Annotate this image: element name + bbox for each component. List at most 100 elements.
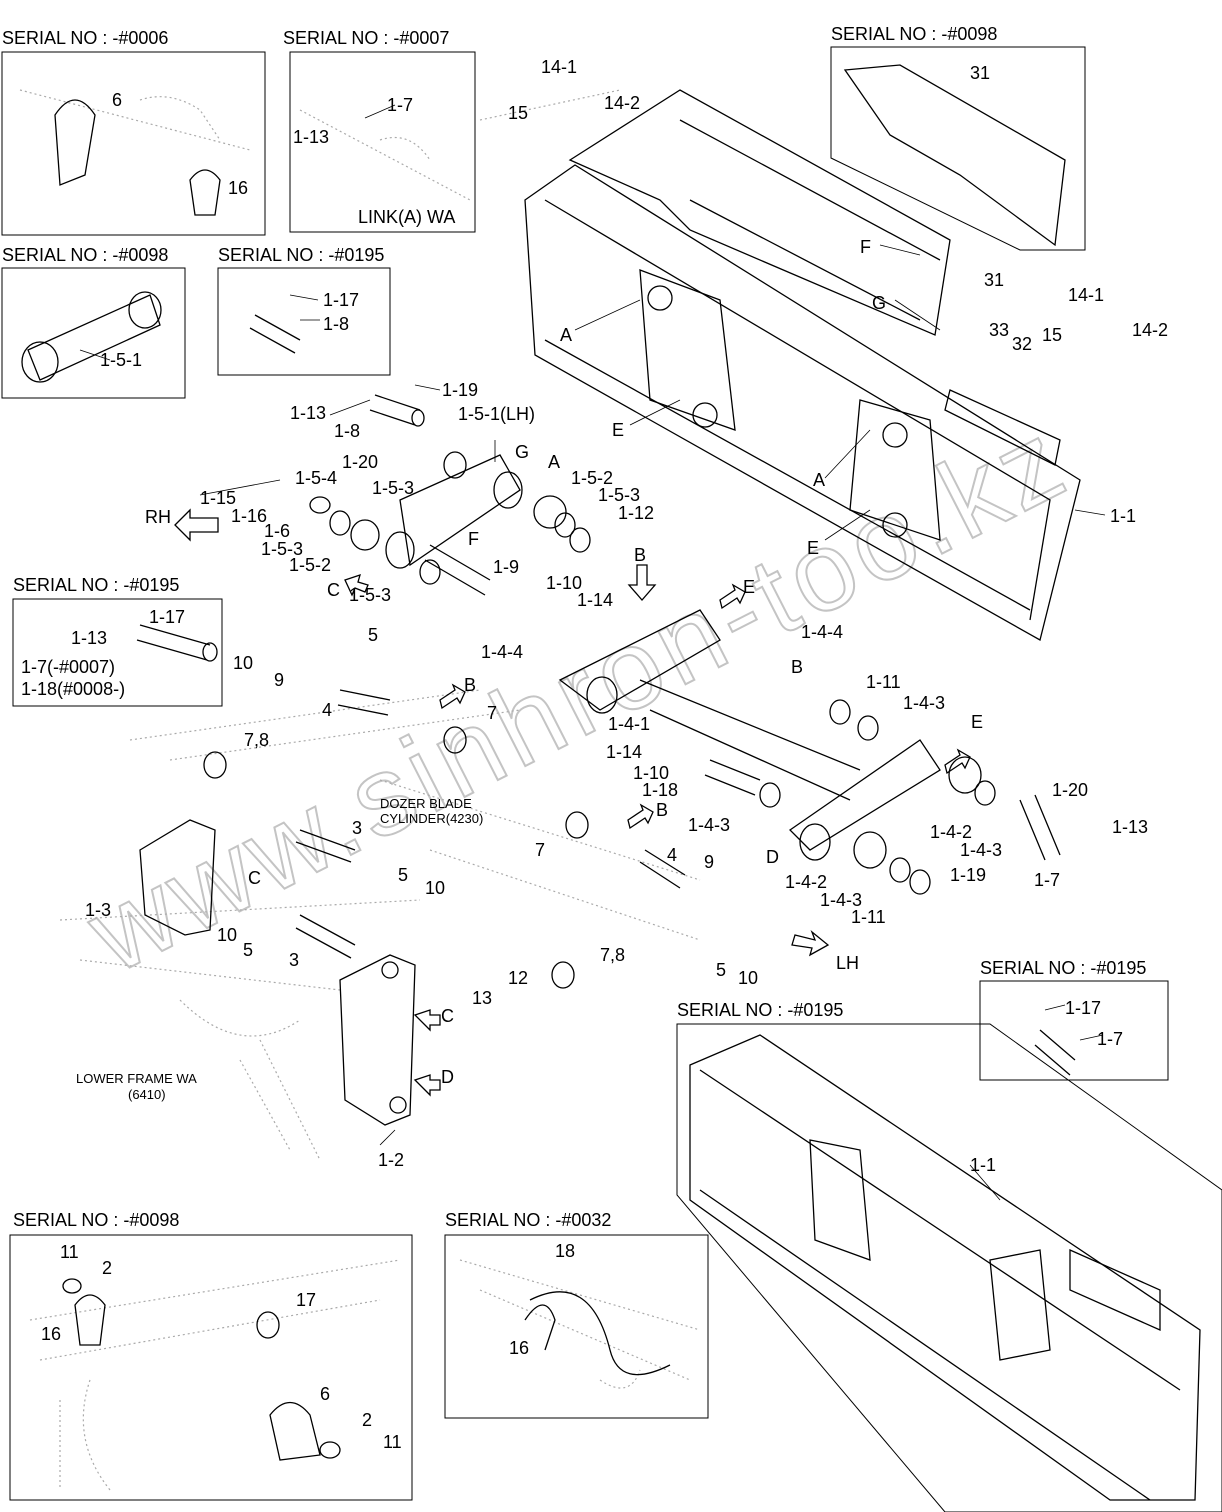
part-callout: 14-1	[1068, 285, 1105, 305]
part-1-2-bracket	[339, 954, 416, 1126]
serial-box-0006	[1, 51, 266, 236]
part-callout: 16	[228, 178, 249, 198]
part-1-1-blade	[524, 164, 1081, 641]
part-callout: 1-10	[546, 573, 583, 593]
part-callout: 1-5-3	[349, 585, 392, 605]
part-callout: 33	[989, 320, 1010, 340]
part-callout: E	[807, 538, 820, 558]
part-callout: 1-4-4	[481, 642, 524, 662]
part-callout: 10	[738, 968, 759, 988]
part-callout: 1-1	[970, 1155, 997, 1175]
part-callout: 1-4-3	[903, 693, 946, 713]
part-callout: 5	[716, 960, 727, 980]
part-callout: F	[468, 529, 479, 549]
part-callout: 1-3	[85, 900, 112, 920]
part-callout: B	[791, 657, 804, 677]
part-callout: 1-20	[1052, 780, 1089, 800]
part-callout: B	[656, 800, 669, 820]
part-callout: D	[766, 847, 779, 867]
part-callout: 1-9	[493, 557, 520, 577]
part-callout: 1-8	[334, 421, 361, 441]
part-callout: 10	[233, 653, 254, 673]
part-callout: 16	[41, 1324, 62, 1344]
part-callout: 1-4-4	[801, 622, 844, 642]
part-callout: 1-13	[290, 403, 327, 423]
part-callout: 1-7	[387, 95, 414, 115]
part-callout: A	[813, 470, 826, 490]
part-callout: 6	[112, 90, 123, 110]
part-callout: 1-5-1(LH)	[458, 404, 536, 424]
part-callout: 1-5-3	[598, 485, 641, 505]
part-callout: 7,8	[244, 730, 270, 750]
part-callout: 1-5-3	[372, 478, 415, 498]
part-callout: 16	[509, 1338, 530, 1358]
part-callout: D	[441, 1067, 454, 1087]
serial-box-0098-bottom	[9, 1234, 413, 1501]
part-callout: 1-7	[1097, 1029, 1124, 1049]
part-callout: 31	[984, 270, 1005, 290]
part-callout: 14-1	[541, 57, 578, 77]
part-callout: 5	[398, 865, 409, 885]
part-callout: 1-5-3	[261, 539, 304, 559]
part-callout: 1-5-4	[295, 468, 338, 488]
serial-number-title: SERIAL NO : -#0195	[677, 1000, 844, 1020]
part-callout: 1-13	[1112, 817, 1149, 837]
serial-box-0195-d	[676, 1023, 1222, 1512]
part-callout: A	[548, 452, 561, 472]
part-callout: 1-13	[293, 127, 330, 147]
serial-box-0195-c	[979, 980, 1169, 1081]
part-callout: 1-4-1	[608, 714, 651, 734]
serial-number-title: SERIAL NO : -#0098	[2, 245, 169, 265]
serial-box-0098-top	[830, 46, 1086, 251]
part-callout: 17	[296, 1290, 317, 1310]
part-callout: B	[634, 545, 647, 565]
part-callout: 1-4-2	[930, 822, 973, 842]
serial-box-0098-left	[1, 267, 186, 399]
part-callout: 1-14	[577, 590, 614, 610]
part-callout: 15	[508, 103, 529, 123]
part-callout: 1-6	[264, 521, 291, 541]
part-callout: 4	[322, 700, 333, 720]
part-callout: 32	[1012, 334, 1033, 354]
part-1-3-bracket	[139, 819, 216, 936]
part-callout: 1-10	[633, 763, 670, 783]
part-callout: 1-20	[342, 452, 379, 472]
part-callout: 9	[704, 852, 715, 872]
part-callout: E	[971, 712, 984, 732]
part-callout: 1-17	[323, 290, 360, 310]
serial-box-0195-b	[12, 598, 223, 707]
part-callout: 1-18	[642, 780, 679, 800]
part-callout: 5	[243, 940, 254, 960]
part-callout: E	[743, 577, 756, 597]
part-callout: 1-4-3	[688, 815, 731, 835]
serial-number-title: SERIAL NO : -#0098	[13, 1210, 180, 1230]
part-callout: A	[560, 325, 573, 345]
part-callout: E	[612, 420, 625, 440]
serial-box-0195-a	[217, 267, 391, 376]
part-callout: 4	[667, 845, 678, 865]
part-callout: 1-18(#0008-)	[21, 679, 126, 699]
serial-number-title: SERIAL NO : -#0195	[218, 245, 385, 265]
part-callout: 6	[320, 1384, 331, 1404]
part-callout: 15	[1042, 325, 1063, 345]
part-callout: 31	[970, 63, 991, 83]
part-callout: 1-15	[200, 488, 237, 508]
part-callout: 1-13	[71, 628, 108, 648]
part-callout: 1-7	[1034, 870, 1061, 890]
part-callout: 1-17	[149, 607, 186, 627]
part-callout: C	[248, 868, 261, 888]
part-callout: C	[441, 1006, 454, 1026]
part-callout: 10	[425, 878, 446, 898]
part-callout: 1-14	[606, 742, 643, 762]
part-callout: 11	[383, 1432, 402, 1452]
part-callout: 10	[217, 925, 238, 945]
serial-box-0032	[444, 1234, 709, 1419]
part-callout: 1-5-1	[100, 350, 143, 370]
part-callout: 13	[472, 988, 493, 1008]
part-callout: 3	[289, 950, 300, 970]
part-callout: 5	[368, 625, 379, 645]
part-callout: 1-12	[618, 503, 655, 523]
serial-number-title: SERIAL NO : -#0006	[2, 28, 169, 48]
part-callout: 1-1	[1110, 506, 1137, 526]
